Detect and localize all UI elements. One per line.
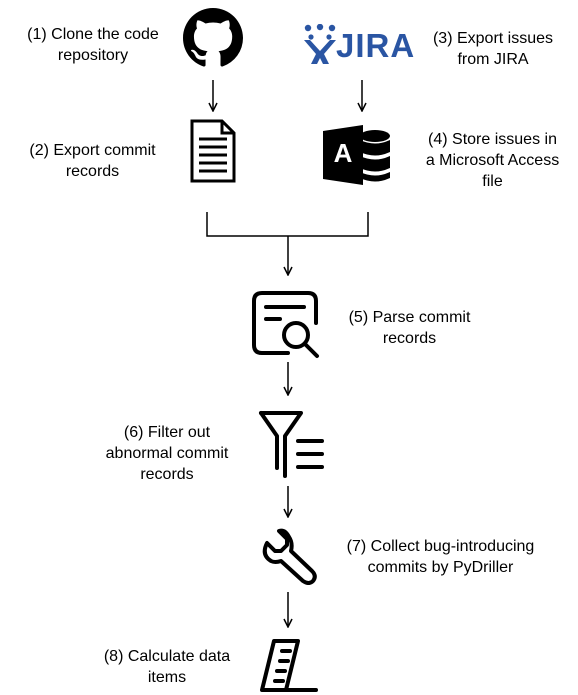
step-1-label: (1) Clone the code repository — [27, 26, 159, 64]
step-6-label: (6) Filter out abnormal commit records — [105, 424, 229, 483]
wrench-icon — [262, 528, 317, 585]
step-2-label: (2) Export commit records — [29, 142, 156, 180]
step-7-label: (7) Collect bug-introducing commits by P… — [346, 538, 535, 576]
step-5-label: (5) Parse commit records — [348, 309, 471, 347]
step-8-label: (8) Calculate data items — [103, 648, 231, 686]
github-icon — [183, 8, 243, 67]
step-3-label: (3) Export issues from JIRA — [432, 30, 554, 68]
access-database-icon: A — [323, 123, 393, 187]
document-search-icon — [252, 291, 319, 358]
merge-bracket — [206, 212, 369, 237]
jira-logo: JIRA — [302, 22, 414, 68]
access-letter: A — [333, 138, 353, 168]
document-icon — [190, 119, 236, 183]
jira-figure-icon — [304, 24, 336, 64]
database-cylinder-icon — [323, 125, 390, 185]
filter-list-icon — [259, 411, 324, 478]
ruler-pen-icon — [260, 639, 318, 692]
step-4-label: (4) Store issues in a Microsoft Access f… — [425, 131, 560, 190]
jira-wordmark: JIRA — [336, 27, 416, 64]
